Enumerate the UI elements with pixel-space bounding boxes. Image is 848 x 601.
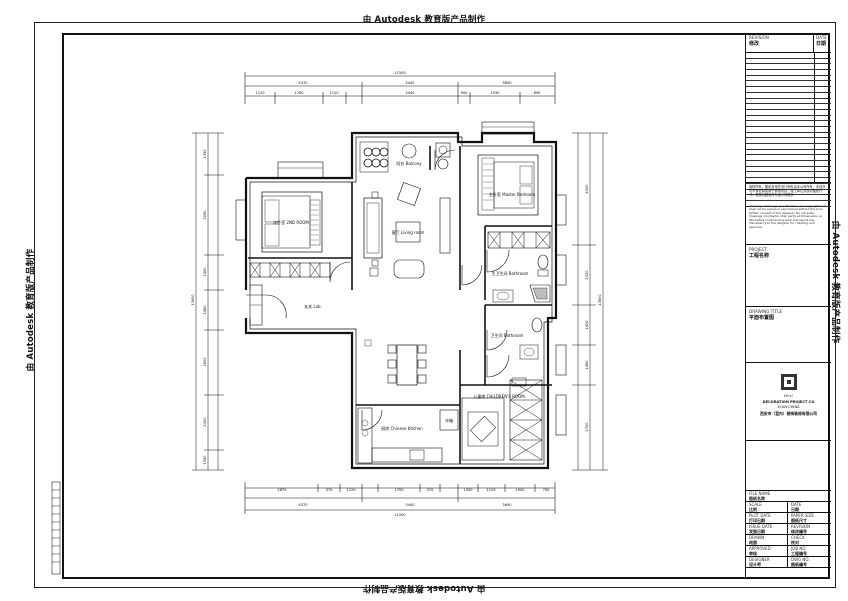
label-master-bedroom: 主卧室 Master Bedroom [489,191,535,197]
revision-grid [746,53,831,207]
dim-top-detail-6: 1930 [490,91,500,95]
date-label: DATE [816,35,827,40]
dim-bottom-total: 11500 [394,513,406,517]
dim-top-seg-1: 4370 [298,81,308,85]
revision-value: 修改 [749,41,760,47]
watermark-top: 由 Autodesk 教育版产品制作 [362,15,486,25]
dim-right-seg-5: 2700 [585,422,589,432]
dim-top-detail-2: 1760 [294,91,304,95]
label-living-room: 客厅 Living room [392,229,425,235]
revision-label: REVISION [749,35,769,40]
company-cell: IM·U DECORATION PROJECT CO XI'AN CHINA 西… [746,363,831,441]
dim-bottom-detail-2: 370 [326,488,334,492]
outer-frame [34,22,836,588]
label-entrance: 玄关 Lob. [304,303,322,309]
dim-bottom-seg-2: 3440 [405,503,415,507]
blank-cell [746,441,831,491]
copyright-note: 版权所有，图纸及相关设计资料由本公司所有，未经许可不得复制或用于其他项目，施工单… [746,183,831,245]
revision-header: REVISION 修改 DATE 日期 [746,33,831,53]
dim-right-seg-3: 1420 [585,320,589,330]
dim-top-seg-3: 3690 [502,81,512,85]
dim-bottom-detail-7: 1120 [486,488,496,492]
project-label: PROJECT [749,247,768,252]
project-value: 工程名称 [749,253,770,259]
dim-right-seg-2: 2320 [585,270,589,280]
dim-bottom-detail-6: 1300 [463,488,473,492]
dim-bottom-detail-4: 1700 [394,488,404,492]
field-designer-dwg: DESIGNER 设计师 DWG NO. 图纸编号 [746,557,831,568]
field-drawn-check: DRAWN 绘图 CHECK 校对 [746,535,831,546]
dim-left-seg-2: 3050 [203,210,207,220]
title-block: REVISION 修改 DATE 日期 版权所有，图纸及相关设计资料由本公司所有… [745,33,831,579]
date-value: 日期 [816,41,827,47]
project-cell: PROJECT 工程名称 [746,245,831,307]
dim-right-seg-1: 4300 [585,184,589,194]
drawing-title-label: DRAWING TITLE [749,309,783,314]
dim-bottom-detail-8: 1900 [515,488,525,492]
dim-left-seg-6: 2300 [203,417,207,427]
dim-top-seg-2: 3440 [405,81,415,85]
dim-left-seg-1: 1350 [203,149,207,159]
company-cn: 西安市（室内）装饰装修有限公司 [760,411,817,416]
field-issue-revision: ISSUE DATE 发图日期 REVISION 修改编号 [746,524,831,535]
note-en: All design drawings, specifications are … [749,205,826,229]
dim-right-seg-4: 1450 [585,360,589,370]
note-cn: 版权所有，图纸及相关设计资料由本公司所有，未经许可不得复制或用于其他项目，施工单… [749,185,826,197]
drawing-title-cell: DRAWING TITLE 平面布置图 [746,307,831,363]
field-file-name: FILE NAME 图纸名称 [746,491,831,502]
dim-top-total: 11500 [394,71,406,75]
dim-top-detail-4: 3440 [405,91,415,95]
company-logo-icon [781,374,797,390]
dim-left-seg-3: 1400 [203,267,207,277]
dim-bottom-detail-1: 2870 [277,488,287,492]
dim-top-detail-5: 900 [461,91,469,95]
dim-top-detail-7: 890 [534,91,542,95]
dim-bottom-detail-3: 1120 [346,488,356,492]
dim-bottom-seg-3: 3690 [502,503,512,507]
label-fridge: 冰箱 [445,417,453,423]
drawing-title-value: 平面布置图 [749,315,775,321]
dim-left-seg-4: 1450 [203,305,207,315]
scale-ruler [51,481,61,575]
dim-top-detail-3: 1120 [329,91,339,95]
label-bathroom: 主卫生间 Bathroom [492,270,529,276]
logo-text: IM·U [784,393,793,398]
label-kitchen: 厨房 Chinese Kitchen [381,425,423,431]
label-wc: 卫生间 Bathroom [491,332,524,338]
dim-left-total: 13600 [191,294,195,306]
dim-left-seg-7: 1350 [203,455,207,465]
dim-bottom-seg-1: 4370 [298,503,308,507]
dim-right-total: 13600 [598,294,602,306]
field-scale-date: SCALE 比例 DATE 日期 [746,502,831,513]
field-plot-paper: PLOT DATE 打印日期 PAPER SIZE 图纸尺寸 [746,513,831,524]
dim-left-seg-5: 2600 [203,357,207,367]
company-city: XI'AN CHINA [777,405,800,409]
dim-top-detail-1: 1120 [255,91,265,95]
label-second-bedroom: 次卧室 2ND ROOM [273,219,309,225]
field-approved-job: APPROVED 审核 JOB NO. 工程编号 [746,546,831,557]
dim-bottom-detail-5: 370 [427,488,435,492]
dim-bottom-detail-9: 700 [543,488,551,492]
company-en: DECORATION PROJECT CO [762,400,815,404]
label-balcony: 阳台 Balcony [396,160,422,166]
label-childrens-room: 儿童房 CHILDREN'S ROOM [473,393,525,399]
